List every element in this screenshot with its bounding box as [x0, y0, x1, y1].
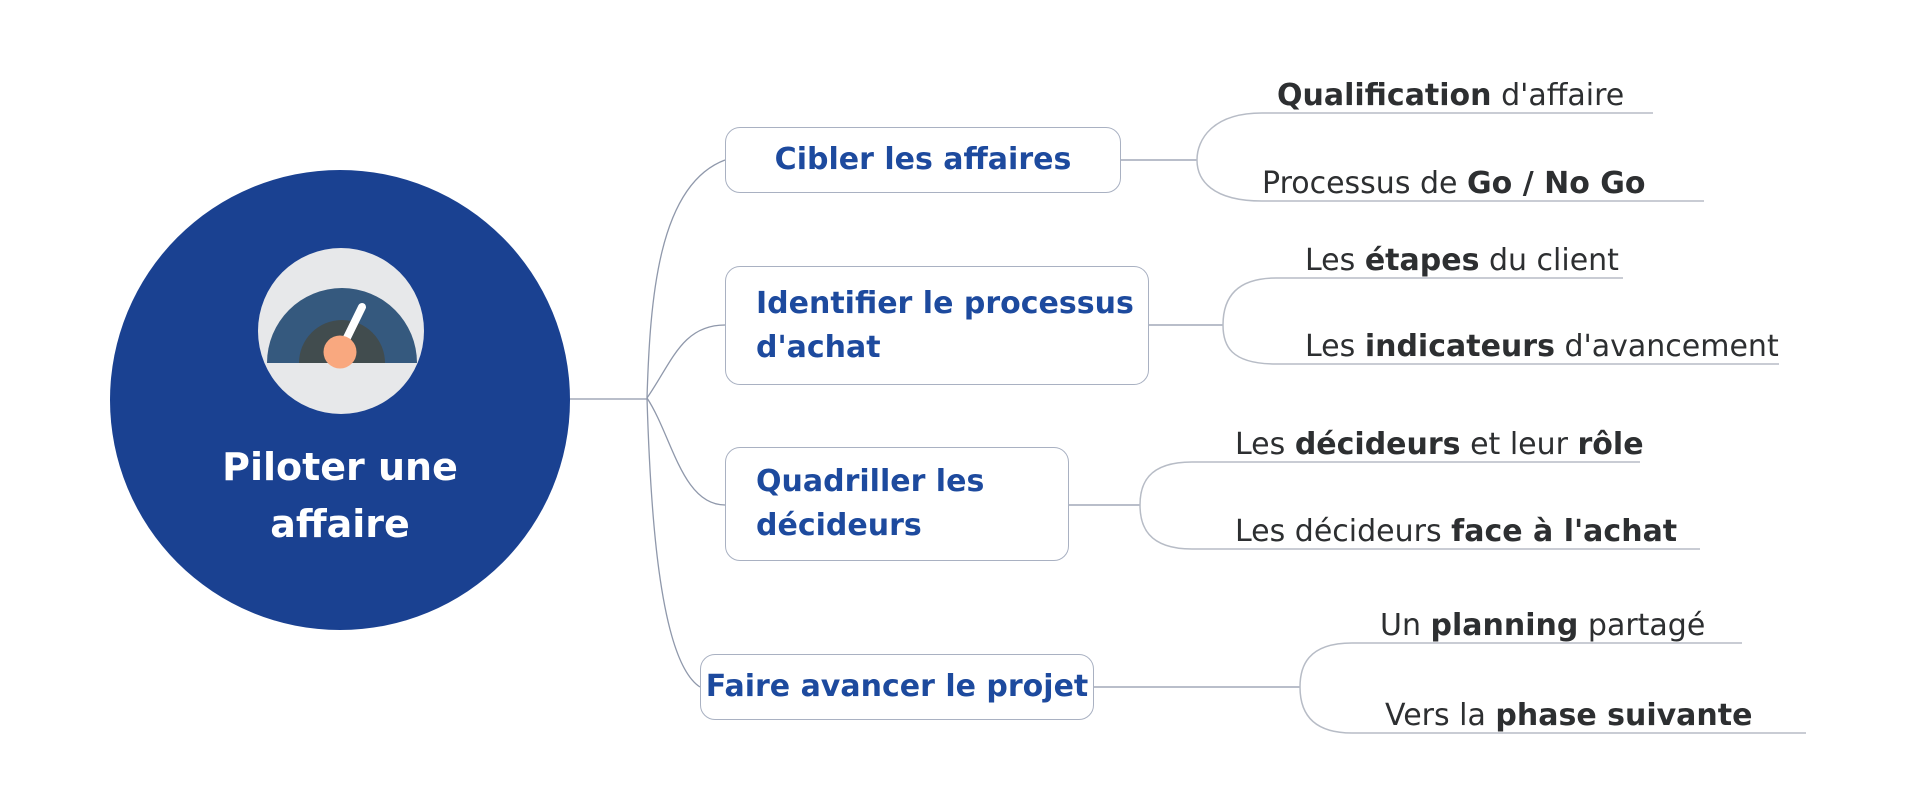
central-topic-label: Piloter une affaire — [222, 445, 458, 546]
child-bracket-4-bottom — [1299, 686, 1806, 734]
subtopic-etapes-du-client[interactable]: Les étapes du client — [1305, 243, 1619, 278]
central-topic[interactable]: Piloter une affaire — [110, 170, 570, 630]
child-bracket-4-top — [1299, 642, 1742, 688]
subtopic-planning-partage[interactable]: Un planning partagé — [1380, 608, 1706, 643]
subtopic-processus-go-no-go[interactable]: Processus de Go / No Go — [1262, 166, 1646, 201]
branch-curve-3 — [646, 397, 726, 506]
topic-quadriller-les-decideurs[interactable]: Quadriller les décideurs — [725, 447, 1069, 561]
topic-label: Faire avancer le projet — [705, 669, 1089, 704]
child-bracket-1-bottom — [1196, 159, 1704, 202]
topic-identifier-processus-achat[interactable]: Identifier le processus d'achat — [725, 266, 1149, 385]
subtopic-decideurs-face-achat[interactable]: Les décideurs face à l'achat — [1235, 514, 1678, 549]
child-bracket-3-bottom — [1139, 504, 1700, 550]
branch-curve-1 — [646, 159, 726, 399]
child-bracket-1-top — [1196, 112, 1653, 161]
subtopic-indicateurs-avancement[interactable]: Les indicateurs d'avancement — [1305, 329, 1779, 364]
topic-faire-avancer-le-projet[interactable]: Faire avancer le projet — [700, 654, 1094, 720]
topic-label: Quadriller les décideurs — [756, 464, 985, 543]
subtopic-phase-suivante[interactable]: Vers la phase suivante — [1385, 698, 1753, 733]
gauge-icon — [258, 248, 424, 414]
child-bracket-3-top — [1139, 461, 1640, 506]
branch-curve-2 — [646, 324, 726, 399]
topic-label: Identifier le processus d'achat — [756, 285, 1134, 365]
topic-cibler-les-affaires[interactable]: Cibler les affaires — [725, 127, 1121, 193]
topic-label: Cibler les affaires — [774, 142, 1072, 177]
branch-curve-4 — [646, 397, 701, 688]
child-bracket-2-top — [1222, 277, 1623, 326]
child-bracket-2-bottom — [1222, 324, 1779, 365]
subtopic-qualification-affaire[interactable]: Qualification d'affaire — [1277, 78, 1625, 113]
subtopic-decideurs-et-leur-role[interactable]: Les décideurs et leur rôle — [1235, 427, 1644, 462]
